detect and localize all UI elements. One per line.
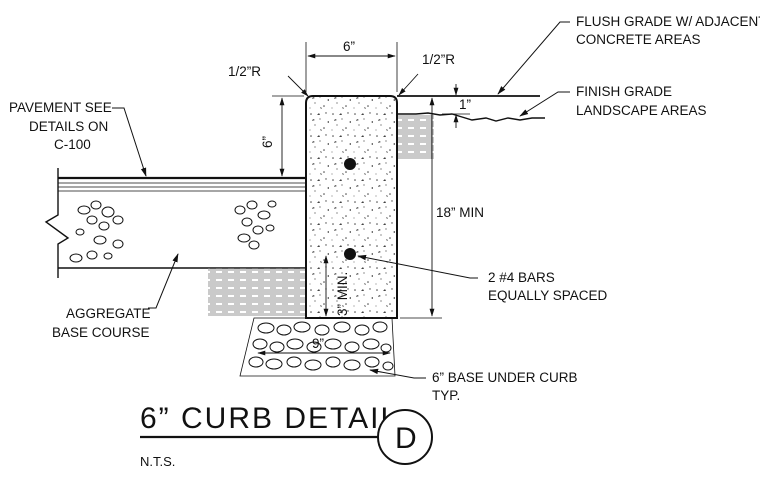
callout-flush-grade: FLUSH GRADE W/ ADJACENT CONCRETE AREAS	[576, 14, 760, 47]
subgrade-hatch	[208, 268, 306, 316]
callout-pavement: PAVEMENT SEE DETAILS ON C-100	[9, 100, 112, 152]
callout-finish-grade: FINISH GRADE LANDSCAPE AREAS	[576, 84, 707, 118]
aggregate-line-2: BASE COURSE	[52, 325, 150, 340]
aggregate-stones-left	[69, 200, 124, 263]
pavement-line-3: C-100	[54, 137, 91, 152]
detail-title: 6” CURB DETAIL	[140, 402, 399, 435]
bars-line-2: EQUALLY SPACED	[488, 288, 608, 303]
landscape-soil-hatch	[398, 115, 434, 159]
pavement-section	[44, 168, 306, 316]
detail-tag: D	[395, 422, 419, 455]
pavement-line-2: DETAILS ON	[29, 119, 108, 134]
callout-bars: 2 #4 BARS EQUALLY SPACED	[488, 270, 608, 303]
dim-total-height: 18” MIN	[436, 205, 484, 220]
flush-grade-line-2: CONCRETE AREAS	[576, 32, 701, 47]
dim-radius-right: 1/2”R	[422, 52, 455, 67]
bars-line-1: 2 #4 BARS	[488, 270, 555, 285]
dim-base-width: 9”	[312, 336, 324, 351]
finish-grade-line-1: FINISH GRADE	[576, 84, 672, 99]
aggregate-line-1: AGGREGATE	[66, 306, 151, 321]
base-under-curb-line-2: TYP.	[432, 388, 460, 403]
curb-body	[305, 95, 398, 319]
title-block: 6” CURB DETAIL D N.T.S.	[140, 402, 433, 469]
rebar-top	[344, 158, 356, 170]
detail-tag-circle	[377, 409, 433, 465]
base-under-curb-line-1: 6” BASE UNDER CURB	[432, 370, 578, 385]
finish-grade-line-2: LANDSCAPE AREAS	[576, 103, 707, 118]
dim-bar-cover: 3” MIN.	[335, 272, 350, 316]
dim-top-width: 6”	[343, 39, 355, 54]
aggregate-stones-right	[234, 200, 277, 250]
callout-leaders	[112, 21, 570, 379]
dim-radius-left: 1/2”R	[228, 64, 261, 79]
dim-pavement-depth: 6”	[260, 136, 275, 148]
rebar-bottom	[344, 248, 356, 260]
pavement-line-1: PAVEMENT SEE	[9, 100, 112, 115]
grade-lines	[397, 95, 545, 159]
callout-base-under-curb: 6” BASE UNDER CURB TYP.	[432, 370, 578, 403]
scale-note: N.T.S.	[140, 454, 175, 469]
dimension-lines	[272, 42, 470, 319]
callout-aggregate: AGGREGATE BASE COURSE	[52, 306, 151, 340]
dim-step-height: 1”	[459, 97, 471, 112]
flush-grade-line-1: FLUSH GRADE W/ ADJACENT	[576, 14, 760, 29]
